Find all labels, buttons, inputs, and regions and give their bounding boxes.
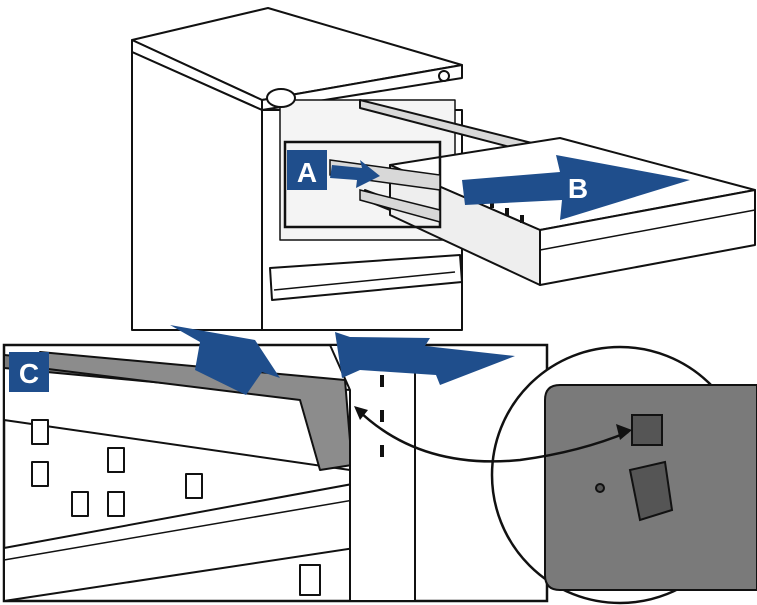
cabinet-illustration [131,7,756,331]
slide-out-arrow-icon [330,160,380,188]
divider-clips [31,419,203,517]
release-button [631,414,663,446]
detail-a-content [329,159,441,223]
label-a-box [287,150,327,190]
drawer-handle-rim [539,209,756,251]
lock-icon [266,88,296,108]
curved-pointer-arrow-icon [357,409,629,463]
label-b: B [568,173,588,204]
column-slots [380,375,384,457]
latch-screw-icon [595,483,605,493]
magnified-latch [544,384,757,591]
pull-arrow-icon [335,332,515,385]
detail-c-illustration [3,344,416,602]
cabinet-top-right-edge [261,64,463,111]
lift-arrow-icon [170,325,280,395]
screw-icon [438,70,450,82]
column-notch [299,564,321,596]
lower-drawer-front [269,254,463,301]
label-a: A [297,157,317,188]
label-c-box [9,352,49,392]
release-lever [628,460,674,522]
label-c: C [19,358,39,389]
curved-pointer-arrowhead [616,424,632,440]
curved-pointer-tail [354,406,368,420]
lower-drawer-handle [273,271,456,291]
drawer-front-lip [3,491,401,561]
pull-drawer-arrow-icon [462,155,690,220]
